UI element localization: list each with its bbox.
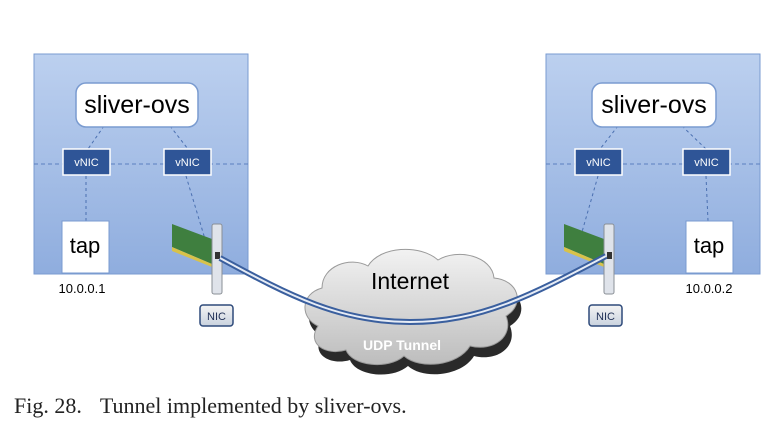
right-tap-label: tap bbox=[694, 233, 725, 258]
figure-number: Fig. 28. bbox=[14, 393, 82, 418]
right-link-switch-vnic1 bbox=[599, 125, 619, 150]
left-tap-label: tap bbox=[70, 233, 101, 258]
right-nic-port bbox=[607, 252, 612, 259]
left-link-switch-vnic2 bbox=[169, 125, 189, 150]
left-vnic-2-label: vNIC bbox=[175, 157, 200, 169]
left-switch-label: sliver-ovs bbox=[84, 91, 190, 119]
left-nic-tag-box bbox=[199, 304, 234, 327]
figure-caption-text: Tunnel implemented by sliver-ovs. bbox=[99, 393, 407, 418]
left-host: sliver-ovs vNIC vNIC tap bbox=[33, 53, 249, 275]
left-nic-tag-label: NIC bbox=[207, 311, 226, 323]
left-nic-port bbox=[215, 252, 220, 259]
left-link-vnic2-nic bbox=[185, 175, 206, 240]
right-nic-card bbox=[564, 223, 615, 295]
right-switch-box bbox=[591, 82, 717, 128]
left-nic-tag: NIC bbox=[199, 304, 234, 327]
right-vnic-2 bbox=[682, 148, 731, 176]
right-link-vnic1-nic bbox=[579, 175, 599, 240]
right-ip-address: 10.0.0.2 bbox=[686, 281, 733, 296]
left-nic-card bbox=[172, 223, 223, 295]
left-ip-address: 10.0.0.1 bbox=[59, 281, 106, 296]
left-vnic-2 bbox=[163, 148, 212, 176]
right-nic-tag: NIC bbox=[588, 304, 623, 327]
right-vnic-2-label: vNIC bbox=[694, 157, 719, 169]
left-tap-box bbox=[61, 220, 110, 274]
internet-label: Internet bbox=[371, 268, 450, 294]
left-link-switch-vnic1 bbox=[87, 125, 105, 150]
internet-cloud-body bbox=[304, 248, 518, 366]
left-nic-contacts bbox=[172, 247, 212, 267]
right-vnic-1 bbox=[574, 148, 623, 176]
right-nic-tag-box bbox=[588, 304, 623, 327]
right-tap-box bbox=[685, 220, 734, 274]
right-nic-tag-label: NIC bbox=[596, 311, 615, 323]
tunnel-line-inner bbox=[219, 255, 607, 324]
right-switch-label: sliver-ovs bbox=[601, 91, 707, 119]
right-vnic-1-label: vNIC bbox=[586, 157, 611, 169]
right-link-vnic2-tap bbox=[705, 175, 709, 222]
right-nic-board bbox=[564, 224, 604, 264]
udp-tunnel-label: UDP Tunnel bbox=[363, 337, 441, 353]
left-switch-box bbox=[75, 82, 199, 128]
internet-cloud: Internet bbox=[304, 248, 522, 375]
left-vnic-1 bbox=[62, 148, 111, 176]
left-nic-board bbox=[172, 224, 212, 264]
udp-tunnel bbox=[218, 253, 608, 326]
left-vnic-1-label: vNIC bbox=[74, 157, 99, 169]
figure-caption: Fig. 28. Tunnel implemented by sliver-ovs… bbox=[14, 393, 764, 419]
